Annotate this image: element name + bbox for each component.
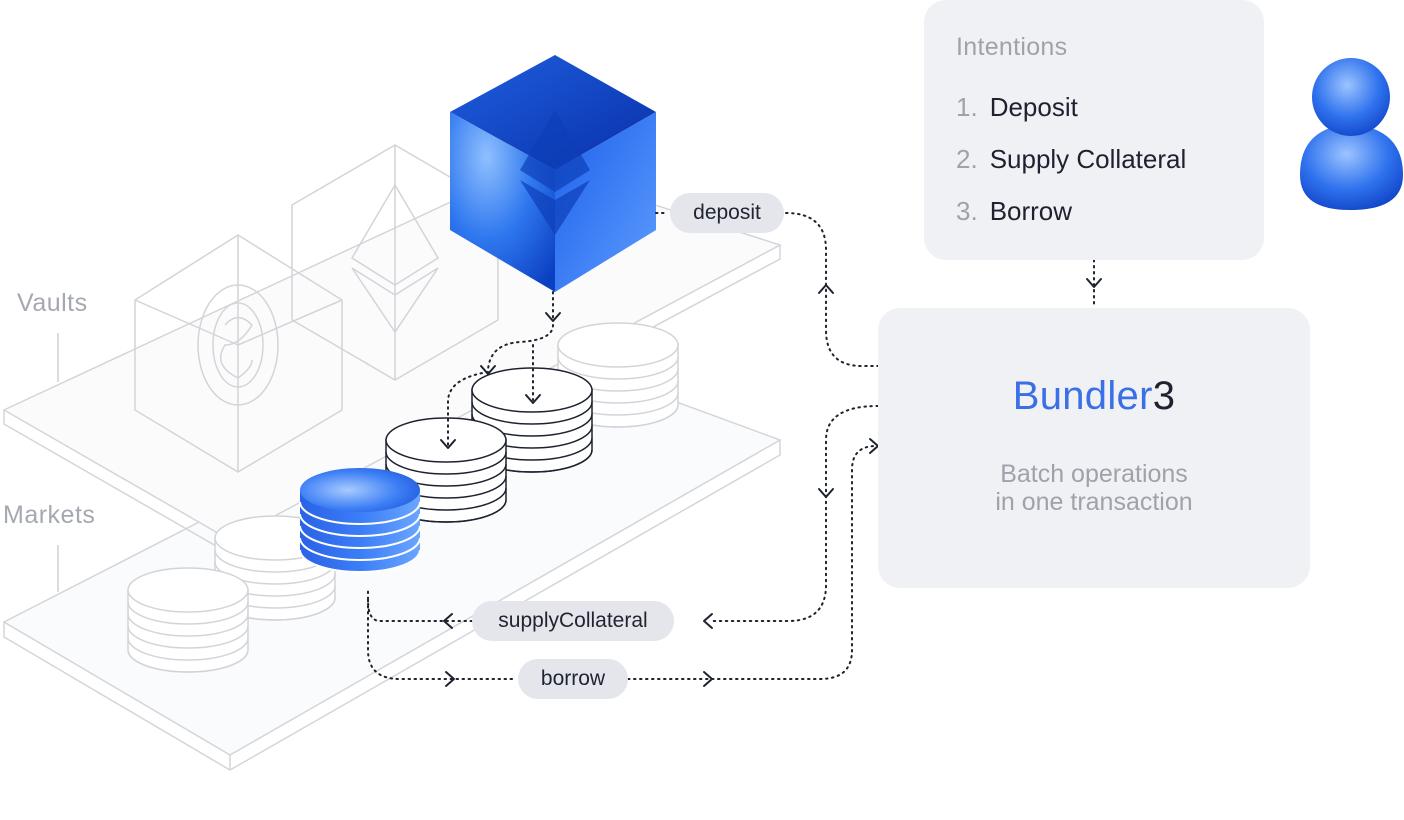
supply-connector-right <box>709 405 879 622</box>
deposit-connector-right <box>785 212 879 367</box>
vaults-label: Vaults <box>17 289 88 317</box>
arrow-down-icon <box>545 312 561 322</box>
bundler-subtitle: Batch operations in one transaction <box>878 460 1310 516</box>
bundler-subtitle-line-2: in one transaction <box>995 488 1193 516</box>
arrow-down-icon <box>480 365 496 375</box>
borrow-pill: borrow <box>518 659 628 699</box>
arrow-right-icon <box>703 671 713 687</box>
intention-number: 1. <box>956 92 978 122</box>
arrow-down-icon <box>818 488 834 498</box>
coin-top <box>471 367 593 413</box>
coin-stack-faded <box>127 567 249 673</box>
borrow-connector-right <box>627 445 877 680</box>
coin-edge <box>127 613 249 637</box>
deposit-branch-left <box>487 324 554 371</box>
intention-number: 2. <box>956 144 978 174</box>
coin-edge <box>557 356 679 380</box>
coin-top <box>300 468 420 512</box>
deposit-pill: deposit <box>670 193 784 233</box>
bundler-name: Bundler <box>1012 374 1153 418</box>
intention-text: Deposit <box>989 92 1078 122</box>
coin-top <box>385 417 507 463</box>
coin-edge <box>299 537 421 561</box>
coin-edge <box>127 625 249 649</box>
borrow-connector-left <box>367 599 516 680</box>
coin-edge <box>127 601 249 625</box>
coin-edge <box>299 501 421 525</box>
supply-connector-left <box>367 589 473 622</box>
coin-edge <box>127 637 249 661</box>
coin-edge <box>299 549 421 573</box>
coin-edge <box>299 513 421 537</box>
supply-collateral-pill: supplyCollateral <box>472 601 674 641</box>
arrow-down-icon <box>440 439 456 449</box>
coin-edge <box>471 401 593 425</box>
bundler-title: Bundler3 <box>878 374 1310 419</box>
flow-connectors <box>367 212 1095 680</box>
intentions-card: Intentions 1. Deposit 2. Supply Collateral… <box>924 0 1264 260</box>
arrow-right-icon <box>445 671 455 687</box>
arrow-left-icon <box>703 613 713 629</box>
intentions-title: Intentions <box>956 33 1068 61</box>
coin-edge <box>385 451 507 475</box>
usd-coin-icon <box>134 234 343 473</box>
active-vault-cube <box>450 55 656 292</box>
bundler-subtitle-line-1: Batch operations <box>1000 460 1188 488</box>
intention-number: 3. <box>956 196 978 226</box>
arrow-left-icon <box>443 613 453 629</box>
intention-item: 2. Supply Collateral <box>956 144 1186 175</box>
coin-edge <box>299 525 421 549</box>
arrow-down-icon <box>525 394 541 404</box>
coin-stacks <box>127 322 679 673</box>
intention-text: Borrow <box>989 196 1073 226</box>
intention-item: 1. Deposit <box>956 92 1078 123</box>
coin-edge <box>127 649 249 673</box>
coin-stack-body <box>300 490 420 572</box>
arrow-down-icon <box>1086 278 1102 288</box>
coin-top <box>557 322 679 368</box>
bundler-version: 3 <box>1152 374 1176 418</box>
ethereum-icon <box>291 144 499 381</box>
coin-stack-active <box>299 468 421 573</box>
intention-item: 3. Borrow <box>956 196 1072 227</box>
markets-label: Markets <box>3 501 96 529</box>
user-icon <box>1300 58 1403 210</box>
coin-top <box>127 567 249 613</box>
arrow-up-icon <box>818 284 834 294</box>
bundler-card: Bundler3 Batch operations in one transac… <box>878 308 1310 588</box>
intention-text: Supply Collateral <box>989 144 1187 174</box>
deposit-to-stack <box>447 371 489 446</box>
